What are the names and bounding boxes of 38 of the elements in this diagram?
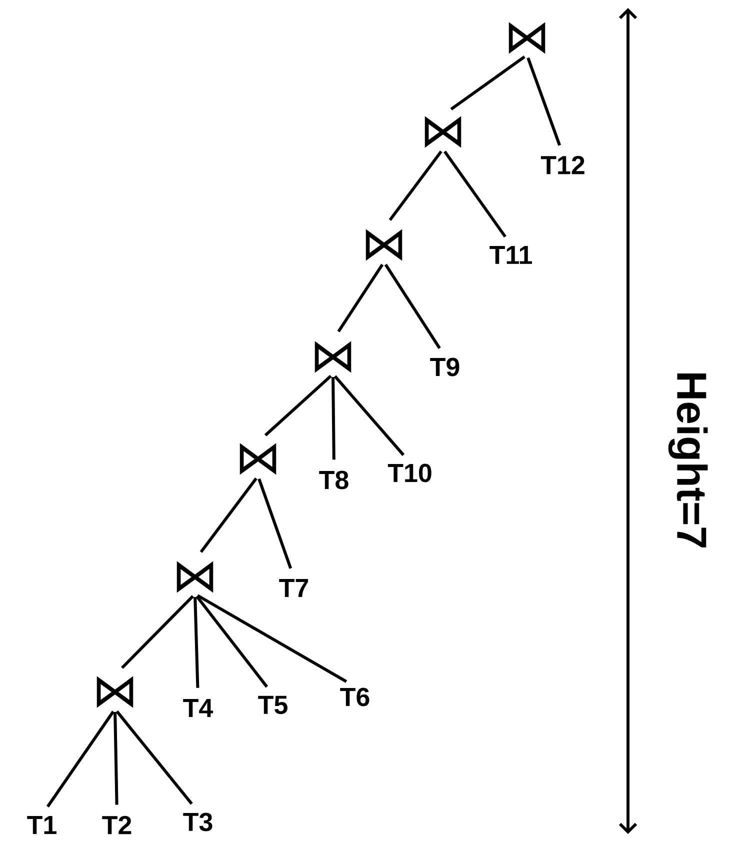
tree-edge xyxy=(46,710,115,808)
tree-edge xyxy=(450,56,526,110)
dimension-label: Height=7 xyxy=(668,374,708,548)
tree-edge xyxy=(120,595,194,669)
table-label: T3 xyxy=(183,812,212,832)
tree-edge xyxy=(200,478,258,553)
join-symbol: ⋈ xyxy=(176,561,214,593)
table-label: T2 xyxy=(102,816,132,834)
tree-edge xyxy=(526,57,562,146)
join-symbol: ⋈ xyxy=(96,676,134,708)
table-label: T1 xyxy=(27,816,56,834)
tree-edge xyxy=(258,478,292,569)
join-symbol: ⋈ xyxy=(366,229,402,261)
tree-edge xyxy=(444,150,506,238)
table-label: T12 xyxy=(540,156,584,174)
tree-edge xyxy=(116,710,193,805)
table-label: T10 xyxy=(388,464,432,482)
tree-edge xyxy=(337,264,384,332)
table-label: T6 xyxy=(340,688,370,706)
table-label: T5 xyxy=(258,696,288,714)
join-symbol: ⋈ xyxy=(314,341,352,373)
tree-edge xyxy=(388,150,442,221)
table-label: T4 xyxy=(183,699,214,717)
table-label: T9 xyxy=(430,358,460,376)
join-symbol: ⋈ xyxy=(508,22,546,54)
tree-edge xyxy=(194,596,200,688)
table-label: T8 xyxy=(319,470,348,490)
tree-edge xyxy=(264,374,332,436)
tree-edge xyxy=(334,375,405,456)
tree-edge xyxy=(196,594,348,683)
join-symbol: ⋈ xyxy=(424,116,462,148)
tree-edge xyxy=(384,264,441,349)
tree-edge xyxy=(196,595,268,688)
join-symbol: ⋈ xyxy=(240,443,276,475)
table-label: T11 xyxy=(490,246,532,264)
table-label: T7 xyxy=(279,579,308,597)
tree-edge xyxy=(332,376,336,460)
tree-edge xyxy=(114,712,118,805)
